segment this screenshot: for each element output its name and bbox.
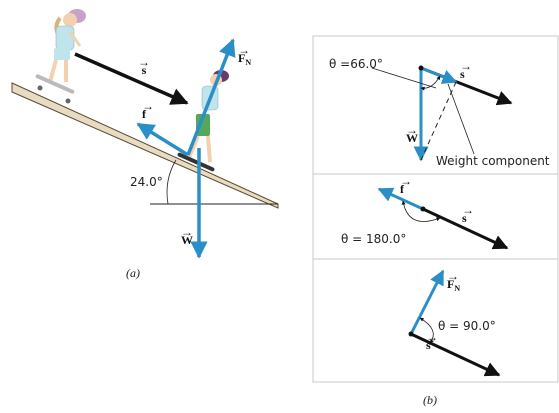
displacement-label: s <box>426 338 431 352</box>
incline-angle-label: 24.0° <box>130 175 163 189</box>
theta-label: θ = 180.0° <box>341 232 406 246</box>
vector-hat: → <box>460 59 472 73</box>
leader-line <box>447 83 475 155</box>
normal-force-arrow <box>186 38 236 156</box>
projection-line <box>420 81 457 161</box>
theta-arc <box>420 75 441 91</box>
normal-force-label: FN <box>447 277 460 293</box>
displacement-label: s <box>460 67 465 81</box>
panel-b-frame <box>312 35 559 383</box>
vector-hat: → <box>181 225 193 239</box>
weight-label: W <box>406 131 418 145</box>
vector-hat: → <box>400 174 412 188</box>
panel-a: 24.0° s → <box>11 9 279 280</box>
displacement-arrow <box>410 332 501 377</box>
box-weight: θ =66.0° s → W → Weight component <box>329 57 550 168</box>
caption-a: (a) <box>126 266 140 280</box>
origin-point <box>420 206 426 212</box>
leader-line <box>371 67 437 89</box>
vector-hat: → <box>406 123 418 137</box>
incline-angle-arc <box>166 159 177 205</box>
theta-label: θ =66.0° <box>329 57 383 71</box>
vector-hat: → <box>142 99 154 113</box>
normal-force-arrow <box>409 269 445 335</box>
displacement-arrow <box>74 52 189 105</box>
vector-hat: → <box>462 203 474 217</box>
weight-component-label: Weight component <box>436 154 550 168</box>
box-normal: FN → θ = 90.0° s → <box>408 269 501 377</box>
weight-label: W <box>181 233 193 247</box>
friction-arrow <box>136 122 189 157</box>
origin-point <box>408 331 414 337</box>
theta-arc <box>419 317 434 344</box>
displacement-label: s <box>462 211 467 225</box>
weight-component-arrow <box>420 66 458 84</box>
vector-hat: → <box>426 330 438 344</box>
box-friction: f → s → θ = 180.0° <box>341 174 509 250</box>
panel-b: θ =66.0° s → W → Weight component f → s … <box>312 35 559 407</box>
normal-force-label: FN <box>238 51 251 67</box>
friction-label: f <box>400 182 405 196</box>
caption-b: (b) <box>423 393 437 407</box>
incline <box>11 82 279 209</box>
theta-arc <box>401 200 441 222</box>
origin-point <box>418 65 424 71</box>
skater-figure-1 <box>35 9 86 104</box>
friction-label: f <box>142 107 147 121</box>
displacement-label: s <box>142 63 147 77</box>
vector-hat: → <box>138 55 150 69</box>
theta-label: θ = 90.0° <box>438 319 496 333</box>
vector-hat: → <box>238 43 250 57</box>
vector-hat: → <box>447 269 459 283</box>
